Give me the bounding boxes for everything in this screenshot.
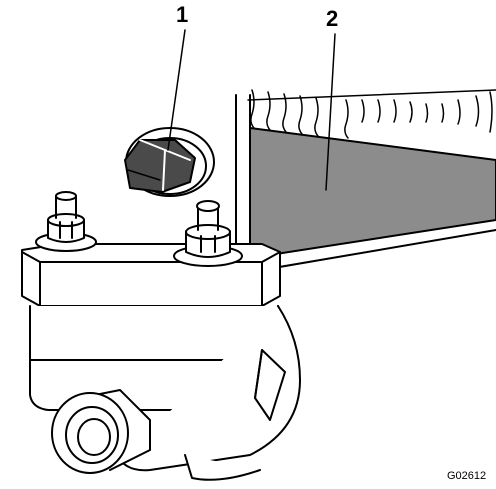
- hose-fitting: [51, 389, 261, 481]
- leader-line-2: [325, 33, 336, 191]
- radiator-core-band: [249, 127, 496, 259]
- bolt-left: [35, 191, 97, 252]
- leader-line-1: [167, 29, 186, 151]
- callout-2: 2: [326, 6, 339, 31]
- figure-id: G02612: [447, 470, 487, 482]
- bolt-right: [173, 200, 243, 267]
- drain-plug: [124, 127, 215, 197]
- callout-1: 1: [176, 2, 189, 27]
